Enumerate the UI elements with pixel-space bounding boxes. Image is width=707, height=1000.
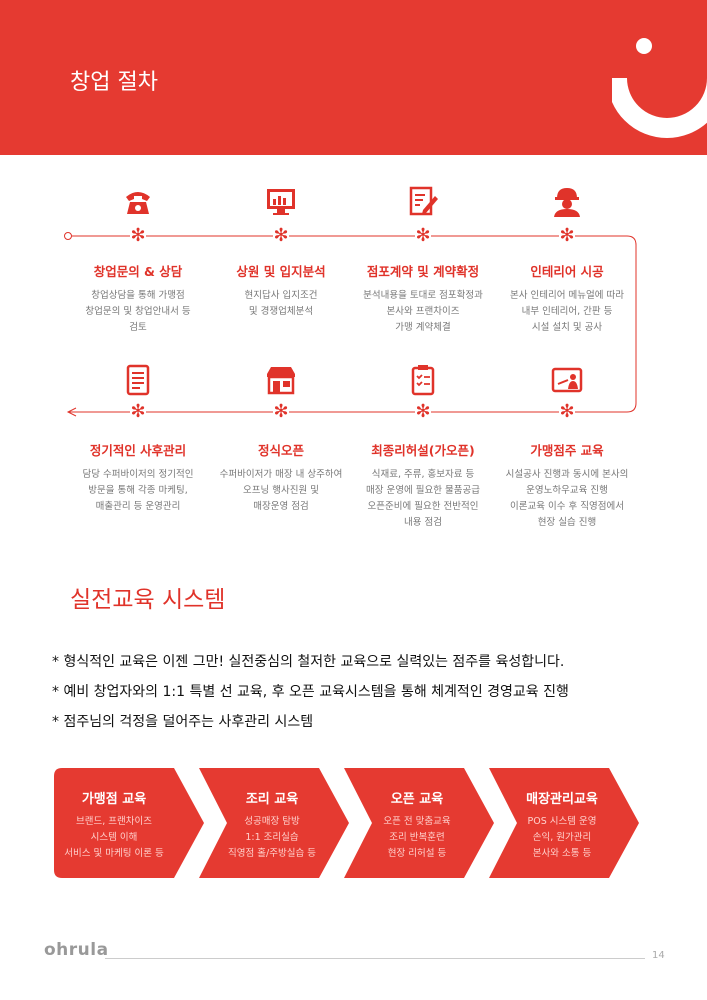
- step-title: 정기적인 사후관리: [89, 443, 187, 458]
- step-title: 최종리허설(가오픈): [371, 443, 475, 458]
- page-title: 창업 절차: [70, 70, 158, 95]
- asterisk-marker-icon: ✻: [559, 225, 575, 246]
- chevron-shape-icon: [54, 768, 204, 878]
- chevron-shape-icon: [199, 768, 349, 878]
- monitor-chart-icon: [267, 189, 295, 215]
- contract-edit-icon: [409, 186, 438, 216]
- asterisk-marker-icon: ✻: [273, 225, 289, 246]
- step-title: 점포계약 및 계약확정: [366, 264, 480, 279]
- asterisk-marker-icon: ✻: [130, 401, 146, 422]
- education-section-title: 실전교육 시스템: [70, 587, 226, 613]
- telephone-icon: [126, 192, 150, 214]
- asterisk-marker-icon: ✻: [415, 225, 431, 246]
- education-step-title: 가맹점 교육: [81, 792, 147, 807]
- footer-logo: ohrula: [44, 940, 109, 960]
- clipboard-check-icon: [411, 365, 435, 396]
- chevron-shape-icon: [344, 768, 494, 878]
- page-number: 14: [652, 950, 665, 961]
- chevron-shape-icon: [489, 768, 639, 878]
- bullet-item: * 점주님의 걱정을 덜어주는 사후관리 시스템: [52, 714, 314, 730]
- bullet-item: * 예비 창업자와의 1:1 특별 선 교육, 후 오픈 교육시스템을 통해 체…: [52, 684, 569, 700]
- step-title: 창업문의 & 상담: [93, 264, 183, 279]
- process-flow-line: [64, 232, 637, 417]
- asterisk-marker-icon: ✻: [559, 401, 575, 422]
- footer-divider: [105, 958, 645, 959]
- step-title: 정식오픈: [257, 443, 304, 458]
- header-banner: 창업 절차: [0, 0, 707, 155]
- step-title: 인테리어 시공: [530, 264, 604, 279]
- education-step-title: 조리 교육: [245, 792, 299, 807]
- storefront-icon: [267, 367, 295, 395]
- asterisk-marker-icon: ✻: [273, 401, 289, 422]
- presentation-board-icon: [551, 367, 583, 393]
- asterisk-marker-icon: ✻: [415, 401, 431, 422]
- document-icon: [126, 364, 150, 396]
- step-title: 가맹점주 교육: [530, 443, 604, 458]
- education-step-title: 오픈 교육: [390, 792, 444, 807]
- step-title: 상원 및 입지분석: [236, 264, 326, 279]
- smile-logo-icon: [612, 38, 707, 138]
- asterisk-marker-icon: ✻: [130, 225, 146, 246]
- worker-helmet-icon: [554, 188, 580, 217]
- bullet-item: * 형식적인 교육은 이젠 그만! 실전중심의 철저한 교육으로 실력있는 점주…: [52, 654, 565, 670]
- education-step-title: 매장관리교육: [526, 792, 598, 807]
